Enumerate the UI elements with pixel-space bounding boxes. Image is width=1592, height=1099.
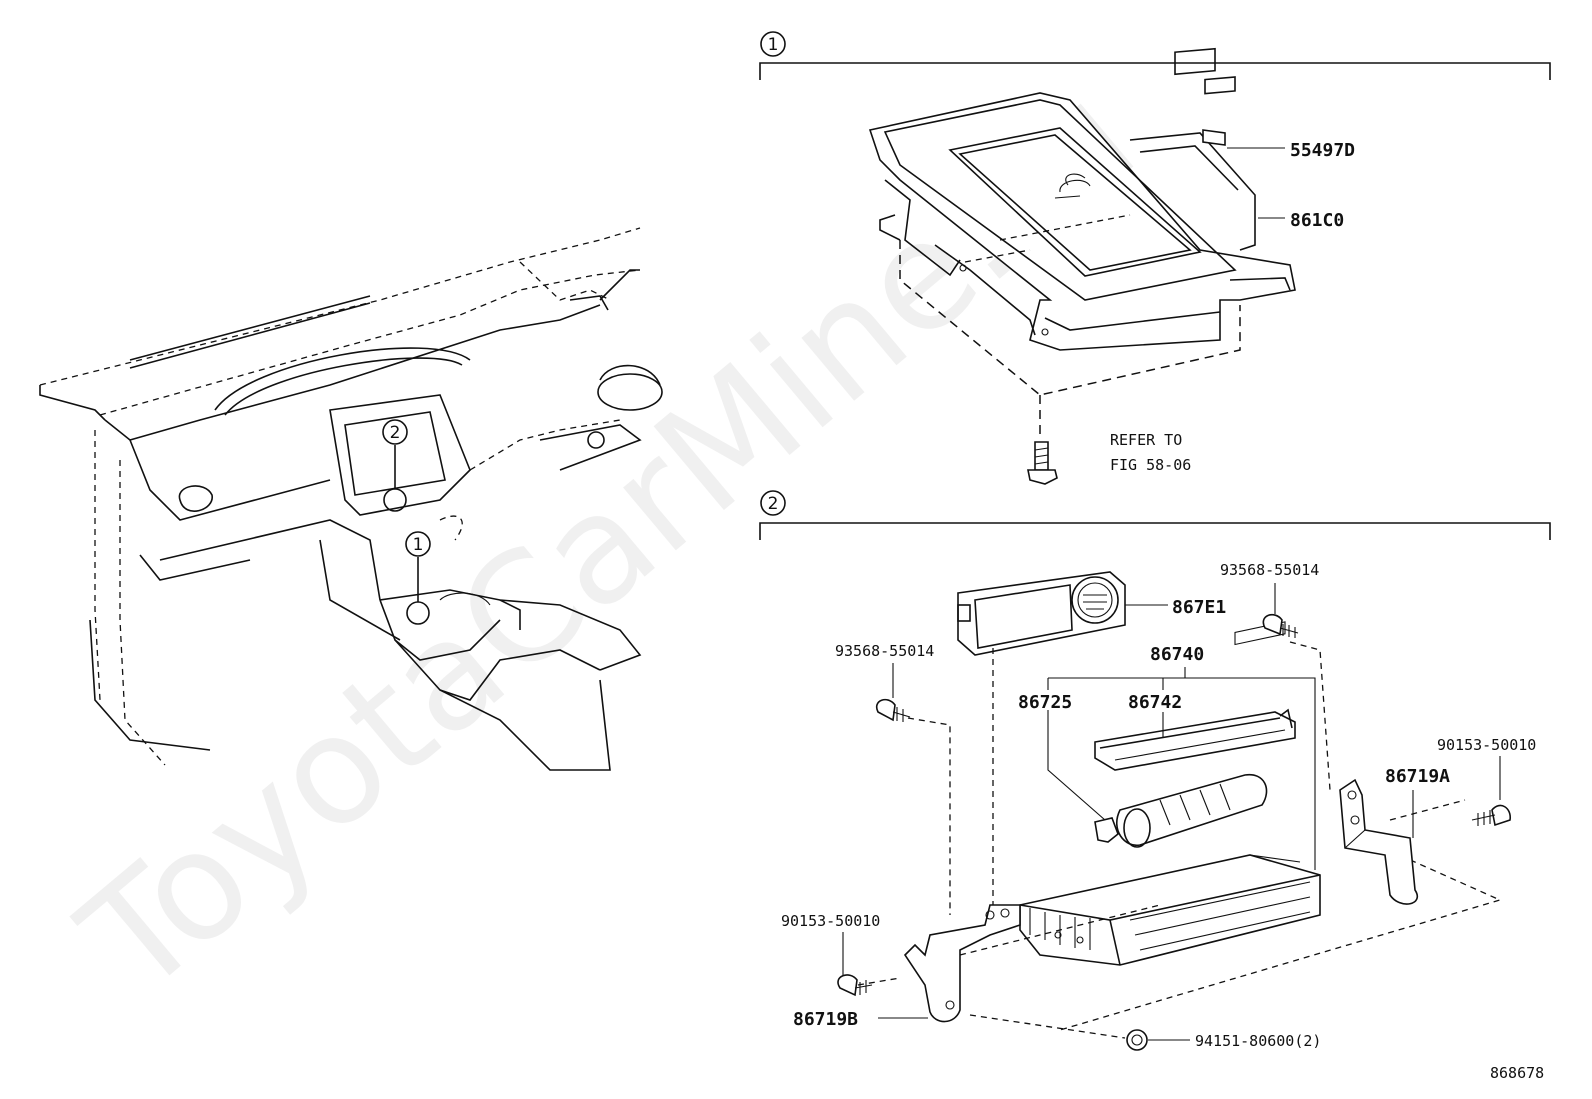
section-1: 1 55497D <box>759 31 1551 485</box>
section-1-circle <box>760 31 786 57</box>
part-86725 <box>1094 774 1268 848</box>
label-90153-left: 90153-50010 <box>781 912 880 930</box>
refer-to-text: REFER TO <box>1110 431 1182 449</box>
bracket-86719b <box>903 904 1021 1023</box>
clip-94151 <box>1126 1029 1148 1051</box>
label-86719a: 86719A <box>1385 766 1450 787</box>
main-module <box>1019 621 1321 966</box>
screw-90153-left <box>837 974 873 997</box>
refer-fig-text: FIG 58-06 <box>1110 456 1191 474</box>
section-1-bracket <box>759 62 1551 80</box>
label-55497d: 55497D <box>1290 140 1355 161</box>
section-2-bracket <box>759 522 1551 540</box>
callout-circle-2 <box>382 419 408 445</box>
reference-number: 868678 <box>1490 1064 1544 1082</box>
label-93568-top: 93568-55014 <box>1220 561 1319 579</box>
screw-93568-top <box>1262 613 1299 638</box>
section-2-number: 2 <box>768 494 779 514</box>
label-94151: 94151-80600(2) <box>1195 1032 1321 1050</box>
dashboard-overview: 2 1 <box>39 227 663 771</box>
screw-93568-left <box>875 698 911 722</box>
callout-1-label: 1 <box>413 535 424 555</box>
label-93568-left: 93568-55014 <box>835 642 934 660</box>
screw-90153-right <box>1471 804 1511 827</box>
section-2: 2 867E1 86740 86725 86742 <box>759 490 1551 1051</box>
section-1-number: 1 <box>768 35 779 55</box>
bracket-86719a <box>1339 778 1419 905</box>
label-867e1: 867E1 <box>1172 597 1226 618</box>
module-867e1 <box>957 571 1126 656</box>
label-86740: 86740 <box>1150 644 1204 665</box>
label-86742: 86742 <box>1128 692 1182 713</box>
label-86725: 86725 <box>1018 692 1072 713</box>
clip-55497d <box>1202 129 1226 146</box>
callout-circle-1 <box>405 531 431 557</box>
section-2-circle <box>760 490 786 516</box>
plate-86742 <box>1094 708 1296 771</box>
screw-section-1 <box>1027 441 1058 485</box>
label-90153-right: 90153-50010 <box>1437 736 1536 754</box>
callout-2-label: 2 <box>390 423 401 443</box>
label-861c0: 861C0 <box>1290 210 1344 231</box>
label-86719b: 86719B <box>793 1009 858 1030</box>
